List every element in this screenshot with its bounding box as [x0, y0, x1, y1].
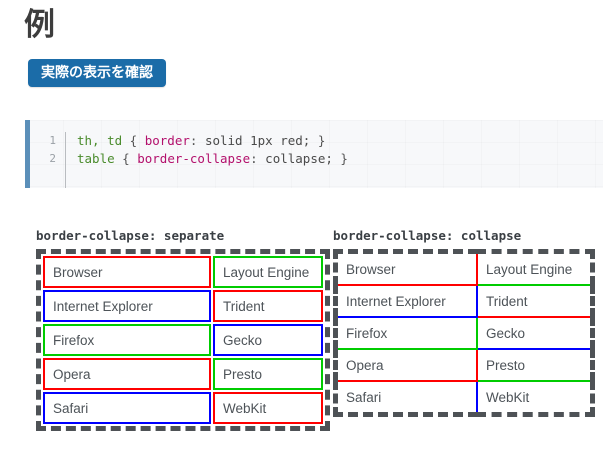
css-property: border [144, 133, 190, 148]
css-value: solid 1px red; [204, 133, 311, 148]
table-cell: Layout Engine [476, 250, 594, 286]
css-value: collapse; [265, 151, 333, 166]
table-row: Browser Layout Engine [43, 256, 323, 288]
code-line: table { border-collapse: collapse; } [77, 150, 348, 168]
table-row: Safari WebKit [334, 380, 594, 416]
table-cell: Presto [213, 358, 323, 390]
css-selector: th, td [77, 133, 123, 148]
browser-table-separate: Browser Layout Engine Internet Explorer … [36, 249, 330, 431]
code-block: 1 2 th, td { border: solid 1px red; } ta… [25, 120, 603, 188]
demo-separate: border-collapse: separate Browser Layout… [36, 228, 330, 431]
table-cell: Firefox [334, 316, 478, 350]
code-line-number-gutter: 1 2 [30, 132, 66, 188]
demo-caption-collapse: border-collapse: collapse [333, 228, 522, 243]
table-cell: WebKit [213, 392, 323, 424]
table-cell: Firefox [43, 324, 211, 356]
css-brace-open: { [114, 151, 138, 166]
table-cell: Internet Explorer [43, 290, 211, 322]
demo-caption-separate: border-collapse: separate [36, 228, 225, 243]
table-cell: Gecko [476, 316, 594, 350]
demo-collapse: border-collapse: collapse Browser Layout… [333, 228, 595, 417]
table-cell: Browser [43, 256, 211, 288]
css-selector: table [77, 151, 115, 166]
css-property: border-collapse [137, 151, 251, 166]
code-line-number: 2 [49, 152, 56, 165]
table-cell: Trident [476, 284, 594, 318]
code-inner: 1 2 th, td { border: solid 1px red; } ta… [30, 120, 603, 188]
table-row: Opera Presto [334, 348, 594, 382]
css-colon: : [189, 133, 205, 148]
table-cell: Layout Engine [213, 256, 323, 288]
table-cell: Safari [43, 392, 211, 424]
table-cell: Browser [334, 250, 478, 286]
css-brace-open: { [122, 133, 145, 148]
table-cell: Internet Explorer [334, 284, 478, 318]
table-cell: Presto [476, 348, 594, 382]
table-cell: Opera [43, 358, 211, 390]
demo-section: border-collapse: separate Browser Layout… [0, 228, 603, 468]
code-line: th, td { border: solid 1px red; } [77, 132, 348, 150]
table-cell: Trident [213, 290, 323, 322]
page-title: 例 [24, 7, 55, 42]
table-row: Firefox Gecko [334, 316, 594, 350]
table-cell: Safari [334, 380, 478, 416]
table-row: Internet Explorer Trident [334, 284, 594, 318]
table-cell: Opera [334, 348, 478, 382]
view-actual-display-button[interactable]: 実際の表示を確認 [28, 59, 166, 87]
code-accent-bar [25, 120, 30, 188]
table-row: Browser Layout Engine [334, 250, 594, 286]
css-brace-close: } [332, 151, 348, 166]
css-colon: : [250, 151, 266, 166]
table-row: Opera Presto [43, 358, 323, 390]
code-line-number: 1 [49, 134, 56, 147]
table-row: Firefox Gecko [43, 324, 323, 356]
table-cell: Gecko [213, 324, 323, 356]
table-cell: WebKit [476, 380, 594, 416]
css-brace-close: } [310, 133, 326, 148]
table-row: Internet Explorer Trident [43, 290, 323, 322]
code-content[interactable]: th, td { border: solid 1px red; } table … [66, 132, 348, 188]
browser-table-collapse: Browser Layout Engine Internet Explorer … [333, 249, 595, 417]
table-row: Safari WebKit [43, 392, 323, 424]
